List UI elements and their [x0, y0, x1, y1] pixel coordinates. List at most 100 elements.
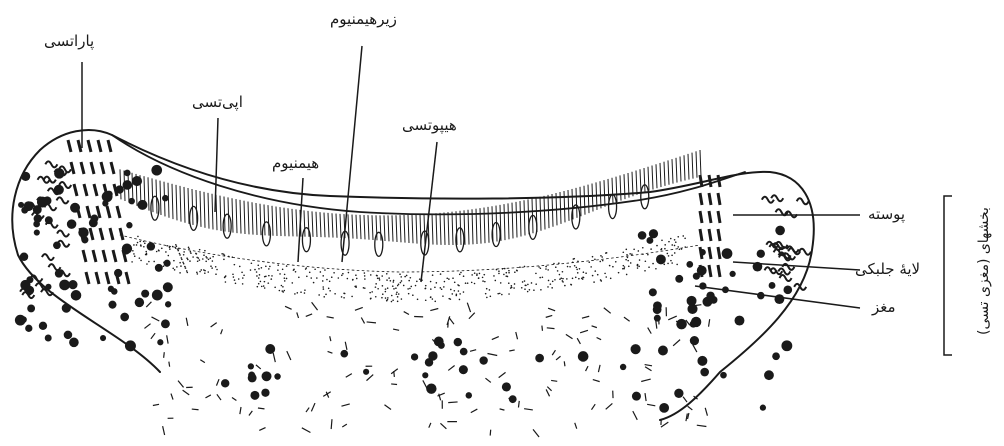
- stipple-dot: [386, 279, 388, 281]
- stipple-dot: [169, 248, 171, 250]
- stipple-dot: [209, 257, 211, 259]
- stipple-dot: [682, 235, 684, 237]
- stipple-dot: [261, 267, 263, 269]
- stipple-dot: [168, 255, 170, 257]
- paratheci-bar: [87, 206, 90, 218]
- medulla-dot: [706, 292, 714, 300]
- stipple-dot: [566, 278, 568, 280]
- stipple-dot: [188, 248, 190, 250]
- stipple-dot: [535, 273, 537, 275]
- hypha-dash: [547, 328, 555, 329]
- medulla-dot: [39, 322, 47, 330]
- stipple-dot: [260, 281, 262, 283]
- hypha-dash: [604, 308, 611, 314]
- medulla-dot: [658, 346, 668, 356]
- stipple-dot: [331, 276, 333, 278]
- hymenium-stroke: [176, 185, 177, 220]
- hypha-dash: [440, 423, 446, 428]
- medulla-dot: [64, 331, 73, 340]
- stipple-dot: [385, 291, 387, 293]
- stipple-dot: [293, 269, 295, 271]
- stipple-dot: [499, 293, 501, 295]
- stipple-dot: [196, 257, 198, 259]
- hypha-dash: [542, 326, 543, 331]
- stipple-dot: [377, 288, 379, 290]
- medulla-dot: [262, 371, 272, 381]
- medulla-dot: [162, 195, 168, 201]
- hypha-dash: [205, 395, 210, 398]
- stipple-dot: [212, 256, 214, 258]
- hypha-dash: [216, 379, 219, 385]
- hypha-dash: [346, 374, 352, 378]
- stipple-dot: [183, 251, 185, 253]
- stipple-dot: [489, 289, 491, 291]
- stipple-dot: [271, 275, 273, 277]
- stipple-dot: [664, 248, 666, 250]
- stipple-dot: [562, 281, 564, 283]
- stipple-dot: [324, 269, 326, 271]
- cortex-bar: [709, 229, 711, 241]
- hymenium-stroke: [648, 167, 649, 191]
- hypha-dash: [328, 351, 333, 353]
- stipple-dot: [531, 282, 533, 284]
- stipple-dot: [177, 250, 179, 252]
- hymenium-stroke: [384, 215, 385, 241]
- medulla-dot: [147, 242, 155, 250]
- stipple-dot: [143, 241, 145, 243]
- hypha-dash: [311, 403, 315, 411]
- stipple-dot: [206, 257, 208, 259]
- cortex-bar: [709, 247, 711, 259]
- stipple-dot: [645, 260, 647, 262]
- stipple-dot: [508, 270, 510, 272]
- cortex-curl: [49, 264, 61, 270]
- hymenium-stroke: [600, 181, 601, 208]
- hypha-dash: [169, 362, 170, 367]
- stipple-dot: [347, 278, 349, 280]
- medulla-dot: [772, 352, 780, 360]
- label-hymenium: هیمنیوم: [272, 156, 319, 171]
- paratheci-bar: [84, 184, 87, 196]
- stipple-dot: [476, 274, 478, 276]
- hymenium-stroke: [160, 181, 161, 215]
- stipple-dot: [370, 274, 372, 276]
- stipple-dot: [676, 264, 678, 266]
- stipple-dot: [624, 266, 626, 268]
- medulla-dot: [71, 290, 82, 301]
- hymenium-stroke: [280, 207, 281, 236]
- hymenium-stroke: [552, 194, 553, 227]
- stipple-dot: [403, 285, 405, 287]
- stipple-dot: [310, 277, 312, 279]
- stipple-dot: [644, 270, 646, 272]
- ascus-mark: [151, 196, 159, 220]
- stipple-dot: [274, 286, 276, 288]
- hypha-dash: [556, 356, 560, 360]
- hymenium-stroke: [440, 213, 441, 245]
- stipple-dot: [370, 298, 372, 300]
- stipple-dot: [652, 263, 654, 265]
- medulla-dot: [248, 373, 257, 382]
- stipple-dot: [179, 262, 181, 264]
- stipple-dot: [504, 268, 506, 270]
- stipple-dot: [392, 285, 394, 287]
- stipple-dot: [574, 265, 576, 267]
- hymenium-stroke: [356, 215, 357, 239]
- hypha-dash: [591, 404, 595, 409]
- stipple-dot: [279, 273, 281, 275]
- stipple-dot: [670, 238, 672, 240]
- stipple-dot: [622, 268, 624, 270]
- hypha-dash: [429, 423, 431, 428]
- stipple-dot: [391, 295, 393, 297]
- stipple-dot: [316, 277, 318, 279]
- hypha-dash: [273, 353, 275, 362]
- stipple-dot: [369, 292, 371, 294]
- medulla-dot: [693, 273, 700, 280]
- stipple-dot: [355, 286, 357, 288]
- hymenium-stroke: [652, 165, 653, 189]
- medulla-dot: [123, 180, 133, 190]
- hymenium-stroke: [256, 203, 257, 235]
- stipple-dot: [329, 290, 331, 292]
- stipple-dot: [351, 296, 353, 298]
- stipple-dot: [286, 265, 288, 267]
- hymenium-stroke: [320, 212, 321, 237]
